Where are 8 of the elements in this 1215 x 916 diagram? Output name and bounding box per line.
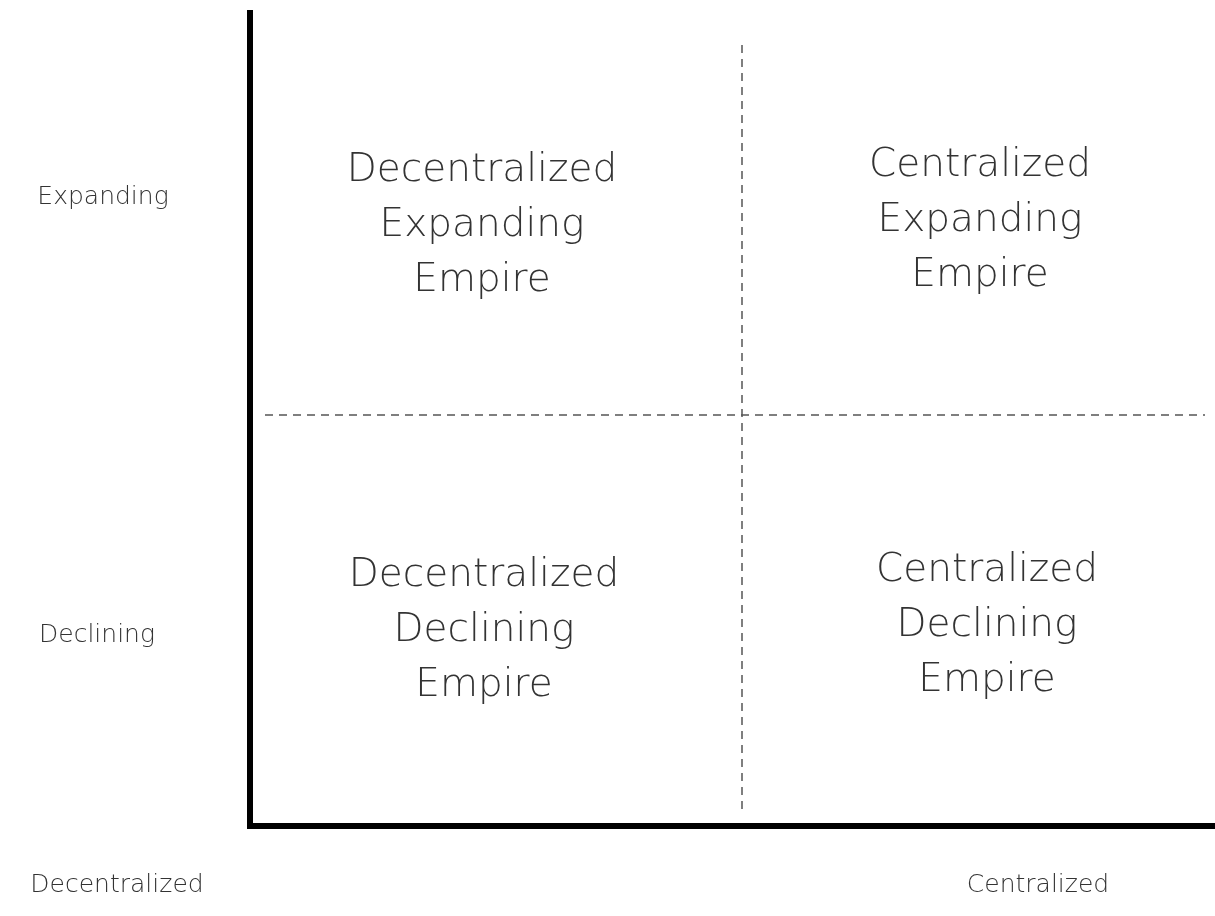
axis-label: Centralized [966, 868, 1110, 898]
quadrant-label: Decentralized Expanding Empire [345, 143, 619, 302]
axis-label: Decentralized [30, 868, 204, 898]
axis-label: Expanding [37, 180, 169, 210]
quadrant-label: Centralized Declining Empire [874, 543, 1100, 702]
quadrant-label: Decentralized Declining Empire [347, 548, 621, 707]
axis-label: Declining [39, 618, 155, 648]
quadrant-label: Centralized Expanding Empire [867, 138, 1093, 297]
